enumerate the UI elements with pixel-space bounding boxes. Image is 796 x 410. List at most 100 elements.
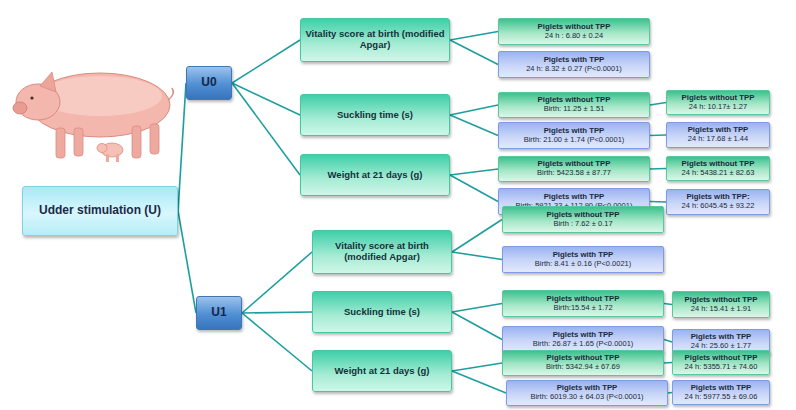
box-value: Birth: 5423.58 ± 87.77 <box>535 169 613 178</box>
branch-connector <box>450 32 498 41</box>
box-value: 24 h: 10.17± 1.27 <box>687 103 749 112</box>
box-value: 24 h : 6.80 ± 0.24 <box>543 32 605 41</box>
group-box: U0 <box>186 66 232 100</box>
box-heading: Piglets without TPP <box>536 96 613 105</box>
branch-connector <box>452 363 502 371</box>
sow-drawing <box>13 72 173 162</box>
branch-connector <box>650 134 666 136</box>
result-box: Piglets without TPPBirth: 5423.58 ± 87.7… <box>498 156 650 182</box>
branch-connector <box>450 175 498 202</box>
branch-connector <box>242 312 312 313</box>
branch-connector <box>664 340 672 343</box>
box-heading: Vitality score at birth (modified Apgar) <box>301 29 449 51</box>
branch-connector <box>452 304 502 313</box>
box-heading: U0 <box>201 76 216 90</box>
result-box: Piglets without TPP24 h: 5355.71 ± 74.60 <box>672 350 770 375</box>
box-heading: Piglets with TPP <box>542 193 607 202</box>
branch-connector <box>232 40 300 83</box>
branch-connector <box>452 371 506 393</box>
branch-connector <box>452 252 502 260</box>
result-box: Piglets with TPP24 h: 5977.55 ± 69.06 <box>672 380 770 405</box>
category-box: Weight at 21 days (g) <box>312 350 452 392</box>
result-box: Piglets without TPPBirth:15.54 ± 1.72 <box>502 290 664 317</box>
box-value: Birth : 7.62 ± 0.17 <box>551 220 614 229</box>
branch-connector <box>450 40 498 65</box>
category-box: Weight at 21 days (g) <box>300 154 450 196</box>
category-box: Suckling time (s) <box>300 94 450 136</box>
branch-connector <box>450 115 498 136</box>
box-value: Birth: 8.41 ± 0.16 (P<0.0021) <box>533 260 633 269</box>
box-value: Birth: 6019.30 ± 64.03 (P<0.0001) <box>528 393 645 402</box>
result-box: Piglets with TPP24 h: 17.68 ± 1.44 <box>666 122 770 148</box>
box-heading: Piglets with TPP <box>542 56 607 65</box>
box-value: Birth: 26.87 ± 1.65 (P<0.0001) <box>531 340 636 349</box>
result-box: Piglets with TPP24 h: 8.32 ± 0.27 (P<0.0… <box>498 51 650 78</box>
category-box: Vitality score at birth (modified Apgar) <box>300 18 450 62</box>
box-value: 24 h: 5438.21 ± 82.63 <box>680 169 757 178</box>
branch-connector <box>242 252 312 313</box>
box-value: 24 h: 8.32 ± 0.27 (P<0.0001) <box>524 65 624 74</box>
box-heading: Piglets with TPP <box>555 384 620 393</box>
box-heading: U1 <box>211 306 226 320</box>
branch-connector <box>232 83 300 115</box>
branch-connector <box>650 103 666 106</box>
branch-connector <box>178 83 186 211</box>
result-box: Piglets without TPPBirth : 7.62 ± 0.17 <box>502 206 664 233</box>
box-heading: Piglets with TPP <box>686 126 751 135</box>
root-box: Udder stimulation (U) <box>22 186 178 236</box>
box-value: 24 h: 5355.71 ± 74.60 <box>683 363 760 372</box>
group-box: U1 <box>196 296 242 330</box>
box-heading: Piglets with TPP <box>551 251 616 260</box>
box-heading: Piglets with TPP <box>551 331 616 340</box>
box-heading: Piglets with TPP <box>542 127 607 136</box>
box-value: 24 h: 15.41 ± 1.91 <box>689 305 753 314</box>
box-value: 24 h: 5977.55 ± 69.06 <box>683 393 760 402</box>
box-heading: Piglets without TPP <box>683 354 760 363</box>
result-box: Piglets with TPPBirth: 6019.30 ± 64.03 (… <box>506 380 668 406</box>
category-box: Suckling time (s) <box>312 291 452 333</box>
branch-connector <box>452 312 502 340</box>
result-box: Piglets without TPP24 h: 15.41 ± 1.91 <box>672 291 770 318</box>
box-heading: Weight at 21 days (g) <box>331 366 434 377</box>
result-box: Piglets without TPPBirth: 5342.94 ± 67.6… <box>502 350 664 376</box>
box-heading: Piglets with TPP <box>689 333 754 342</box>
result-box: Piglets without TPPBirth: 11.25 ± 1.51 <box>498 92 650 118</box>
box-heading: Piglets without TPP <box>536 160 613 169</box>
box-value: Birth:15.54 ± 1.72 <box>551 304 614 313</box>
box-heading: Piglets without TPP <box>680 94 757 103</box>
box-value: 24 h: 6045.45 ± 93.22 <box>680 202 757 211</box>
result-box: Piglets with TPPBirth: 21.00 ± 1.74 (P<0… <box>498 122 650 149</box>
result-box: Piglets with TPPBirth: 26.87 ± 1.65 (P<0… <box>502 326 664 353</box>
box-heading: Suckling time (s) <box>340 307 424 318</box>
box-heading: Udder stimulation (U) <box>35 204 165 218</box>
box-heading: Vitality score at birth (modified Apgar) <box>313 241 451 263</box>
box-heading: Piglets without TPP <box>536 23 613 32</box>
box-value: Birth: 21.00 ± 1.74 (P<0.0001) <box>522 136 627 145</box>
branch-connector <box>178 211 196 313</box>
branch-connector <box>650 168 666 170</box>
category-box: Vitality score at birth (modified Apgar) <box>312 230 452 274</box>
result-box: Piglets with TPP:24 h: 6045.45 ± 93.22 <box>666 189 770 215</box>
branch-connector <box>232 83 300 175</box>
box-value: Birth: 11.25 ± 1.51 <box>542 105 607 114</box>
box-heading: Piglets without TPP <box>683 296 760 305</box>
box-heading: Piglets without TPP <box>680 160 757 169</box>
box-heading: Suckling time (s) <box>333 110 417 121</box>
box-heading: Piglets without TPP <box>545 354 622 363</box>
box-value: 24 h: 17.68 ± 1.44 <box>686 135 750 144</box>
branch-connector <box>664 304 672 305</box>
box-heading: Piglets with TPP <box>689 384 754 393</box>
box-heading: Weight at 21 days (g) <box>324 170 427 181</box>
result-box: Piglets with TPPBirth: 8.41 ± 0.16 (P<0.… <box>502 246 664 273</box>
branch-connector <box>650 201 666 203</box>
result-box: Piglets without TPP24 h: 5438.21 ± 82.63 <box>666 156 770 181</box>
branch-connector <box>450 105 498 115</box>
box-heading: Piglets without TPP <box>545 211 622 220</box>
branch-connector <box>664 362 672 364</box>
branch-connector <box>452 220 502 253</box>
result-box: Piglets without TPP24 h: 10.17± 1.27 <box>666 90 770 115</box>
box-value: Birth: 5342.94 ± 67.69 <box>544 363 622 372</box>
result-box: Piglets without TPP24 h : 6.80 ± 0.24 <box>498 18 650 45</box>
box-heading: Piglets without TPP <box>545 295 622 304</box>
